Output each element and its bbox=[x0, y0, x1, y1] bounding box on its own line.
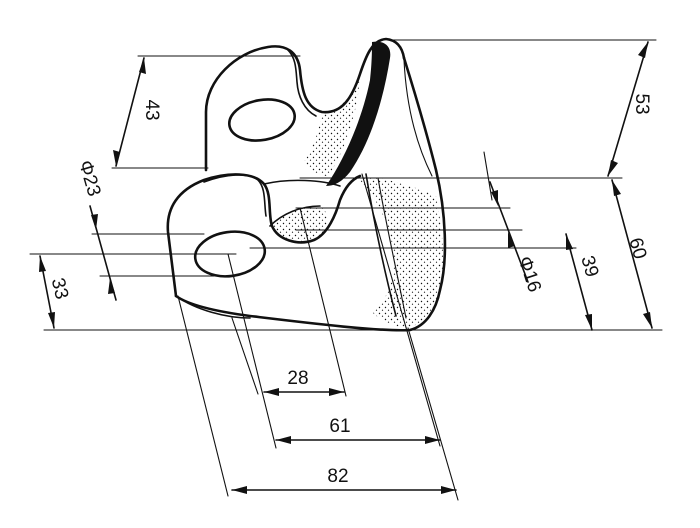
dim-61-label: 61 bbox=[329, 416, 350, 437]
arrowheads bbox=[39, 42, 652, 494]
bracket-part bbox=[166, 37, 447, 332]
rear-plate-edge bbox=[287, 49, 317, 117]
front-plate-edge bbox=[203, 174, 267, 217]
front-bottom-edge bbox=[175, 295, 251, 319]
dim-60-label: 60 bbox=[624, 235, 650, 261]
dim-phi16-label: Φ16 bbox=[514, 254, 545, 295]
rear-slot-shadow bbox=[326, 41, 391, 186]
rear-slot-face bbox=[304, 76, 360, 176]
extension-lines bbox=[29, 39, 663, 501]
side-shade bbox=[356, 176, 444, 328]
side-edge-1 bbox=[365, 173, 397, 317]
dim-53-label: 53 bbox=[631, 93, 652, 114]
rear-plate-outline bbox=[204, 37, 406, 172]
dim-39-label: 39 bbox=[576, 253, 602, 279]
dim-82-label: 82 bbox=[327, 466, 348, 487]
dimension-labels: 43 53 Φ23 60 33 Φ16 39 28 61 82 bbox=[47, 93, 652, 487]
side-body-outline bbox=[174, 56, 447, 332]
dim-phi23-label: Φ23 bbox=[74, 158, 104, 199]
dim-33-label: 33 bbox=[47, 276, 72, 302]
dim-28-label: 28 bbox=[287, 368, 308, 389]
front-notch-shade bbox=[272, 207, 328, 242]
side-edge-3 bbox=[403, 59, 433, 177]
rear-hole bbox=[228, 98, 296, 142]
dim-43-label: 43 bbox=[141, 99, 162, 120]
side-edge-2 bbox=[377, 177, 407, 319]
